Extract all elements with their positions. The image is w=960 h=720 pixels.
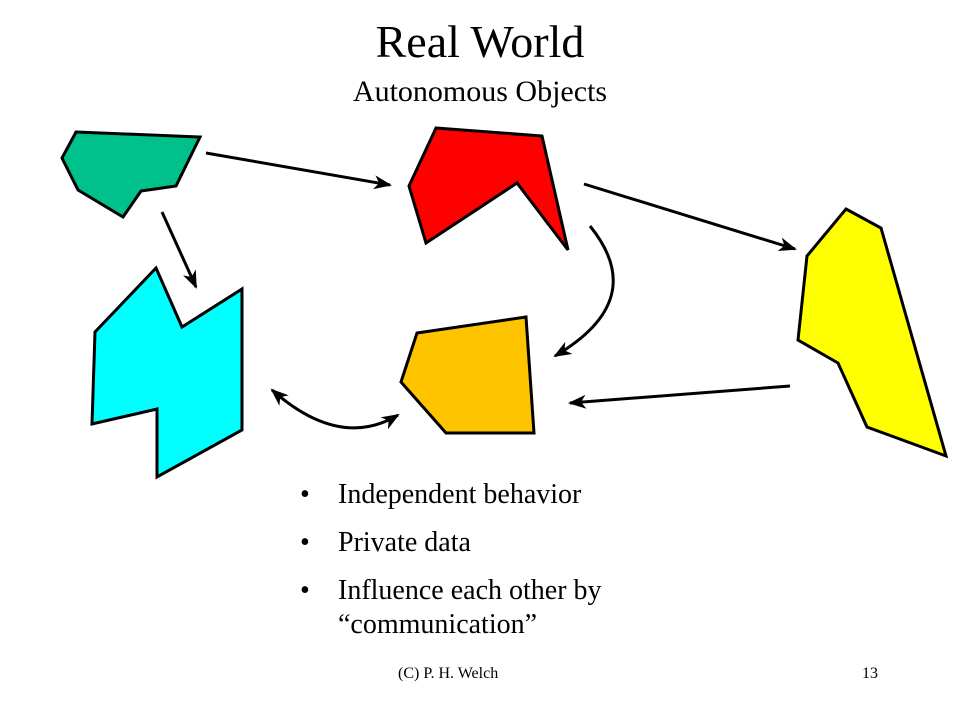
slide-subtitle: Autonomous Objects (352, 75, 608, 108)
bullet-list: • Independent behavior • Private data • Inf… (300, 478, 720, 656)
footer-author: (C) P. H. Welch (398, 665, 499, 682)
arrow-orange-cyan-bidirectional (270, 388, 400, 430)
bullet-dot-icon: • (300, 479, 310, 510)
slide-title: Real World (375, 16, 585, 67)
arrow-red-to-orange (553, 225, 615, 358)
cyan-object (90, 265, 244, 480)
bullet-text: Influence each other by “communication” (338, 575, 602, 640)
bullet-text: Independent behavior (338, 479, 582, 510)
yellow-object (796, 207, 949, 459)
arrow-yellow-to-orange (568, 384, 791, 409)
bullet-dot-icon: • (300, 527, 310, 558)
bullet-item: • Influence each other by “communication” (300, 574, 720, 642)
arrow-green-to-red (205, 151, 392, 190)
red-object (407, 126, 570, 251)
bullet-text: Private data (338, 527, 471, 558)
bullet-item: • Independent behavior (300, 478, 720, 512)
bullet-dot-icon: • (300, 575, 310, 606)
footer-page-number: 13 (862, 665, 878, 682)
orange-object (399, 315, 536, 435)
arrow-red-to-yellow (583, 182, 797, 251)
bullet-item: • Private data (300, 526, 720, 560)
arrow-green-to-cyan (160, 211, 198, 289)
green-object (60, 130, 203, 220)
